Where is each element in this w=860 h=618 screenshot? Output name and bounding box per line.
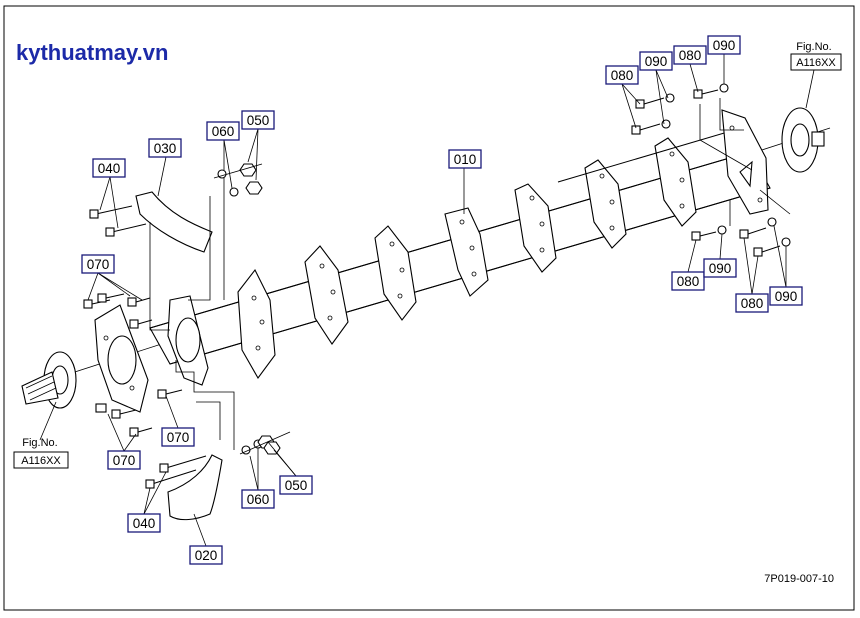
callout-020: 020 xyxy=(189,545,223,565)
svg-text:090: 090 xyxy=(645,54,668,69)
callout-070-c: 070 xyxy=(107,450,141,470)
right-end-flange xyxy=(781,107,825,173)
svg-text:A116XX: A116XX xyxy=(796,57,836,69)
callout-090-a: 090 xyxy=(639,51,673,71)
svg-text:A116XX: A116XX xyxy=(21,455,61,467)
bolts-080-090-right-bottom xyxy=(691,217,791,257)
callout-060-top: 060 xyxy=(206,121,240,141)
nuts-050-060-top xyxy=(213,163,263,197)
svg-text:050: 050 xyxy=(247,113,270,128)
callout-090-b: 090 xyxy=(707,35,741,55)
svg-text:040: 040 xyxy=(98,161,121,176)
svg-text:020: 020 xyxy=(195,548,218,563)
callout-080-a: 080 xyxy=(605,65,639,85)
tine-flange-3 xyxy=(374,225,417,321)
bolts-070-left xyxy=(83,293,183,437)
tine-flange-6 xyxy=(584,159,627,249)
callout-060-bottom: 060 xyxy=(241,489,275,509)
tine-020 xyxy=(167,454,223,521)
tine-030 xyxy=(135,191,213,253)
svg-text:030: 030 xyxy=(154,141,177,156)
drawing-code: 7P019-007-10 xyxy=(764,573,834,585)
callout-080-b: 080 xyxy=(673,45,707,65)
left-side-bracket xyxy=(167,295,209,386)
callout-070-a: 070 xyxy=(81,254,115,274)
svg-text:080: 080 xyxy=(741,296,764,311)
callout-040-bottom: 040 xyxy=(127,513,161,533)
tine-flange-7 xyxy=(654,137,697,227)
callout-080-c: 080 xyxy=(671,271,705,291)
page-border xyxy=(3,5,855,611)
callout-080-d: 080 xyxy=(735,293,769,313)
svg-text:Fig.No.: Fig.No. xyxy=(796,41,831,53)
svg-text:080: 080 xyxy=(611,68,634,83)
callout-090-c: 090 xyxy=(703,258,737,278)
bolts-080-090-right-top xyxy=(631,83,729,135)
svg-text:090: 090 xyxy=(775,289,798,304)
bolts-040-top xyxy=(89,205,147,237)
callout-070-b: 070 xyxy=(161,427,195,447)
left-bearing-plate xyxy=(94,304,149,413)
svg-text:090: 090 xyxy=(709,261,732,276)
tine-flange-1 xyxy=(237,268,276,380)
svg-text:040: 040 xyxy=(133,516,156,531)
callout-030: 030 xyxy=(148,138,182,158)
svg-text:Fig.No.: Fig.No. xyxy=(22,437,57,449)
tine-flange-5 xyxy=(514,183,557,273)
callout-040-top: 040 xyxy=(92,158,126,178)
tine-flange-4 xyxy=(444,207,489,297)
nuts-050-060-bottom xyxy=(239,431,291,455)
watermark: kythuatmay.vn xyxy=(16,40,168,65)
svg-text:060: 060 xyxy=(212,124,235,139)
svg-text:080: 080 xyxy=(679,48,702,63)
svg-text:070: 070 xyxy=(87,257,110,272)
assembly-lines xyxy=(149,98,791,450)
svg-text:090: 090 xyxy=(713,38,736,53)
svg-text:060: 060 xyxy=(247,492,270,507)
svg-text:070: 070 xyxy=(113,453,136,468)
svg-text:080: 080 xyxy=(677,274,700,289)
svg-text:050: 050 xyxy=(285,478,308,493)
input-shaft-hub xyxy=(21,351,77,409)
callout-050-top: 050 xyxy=(241,110,275,130)
rotor-shaft-assembly xyxy=(21,107,831,413)
callout-090-d: 090 xyxy=(769,286,803,306)
callout-leaders xyxy=(39,54,815,547)
svg-text:010: 010 xyxy=(454,152,477,167)
callout-010: 010 xyxy=(448,149,482,169)
svg-text:070: 070 xyxy=(167,430,190,445)
fig-ref-right: Fig.No. A116XX xyxy=(790,41,842,71)
callout-050-bottom: 050 xyxy=(279,475,313,495)
fig-ref-left: Fig.No. A116XX xyxy=(13,437,69,469)
tine-flange-2 xyxy=(304,245,349,345)
